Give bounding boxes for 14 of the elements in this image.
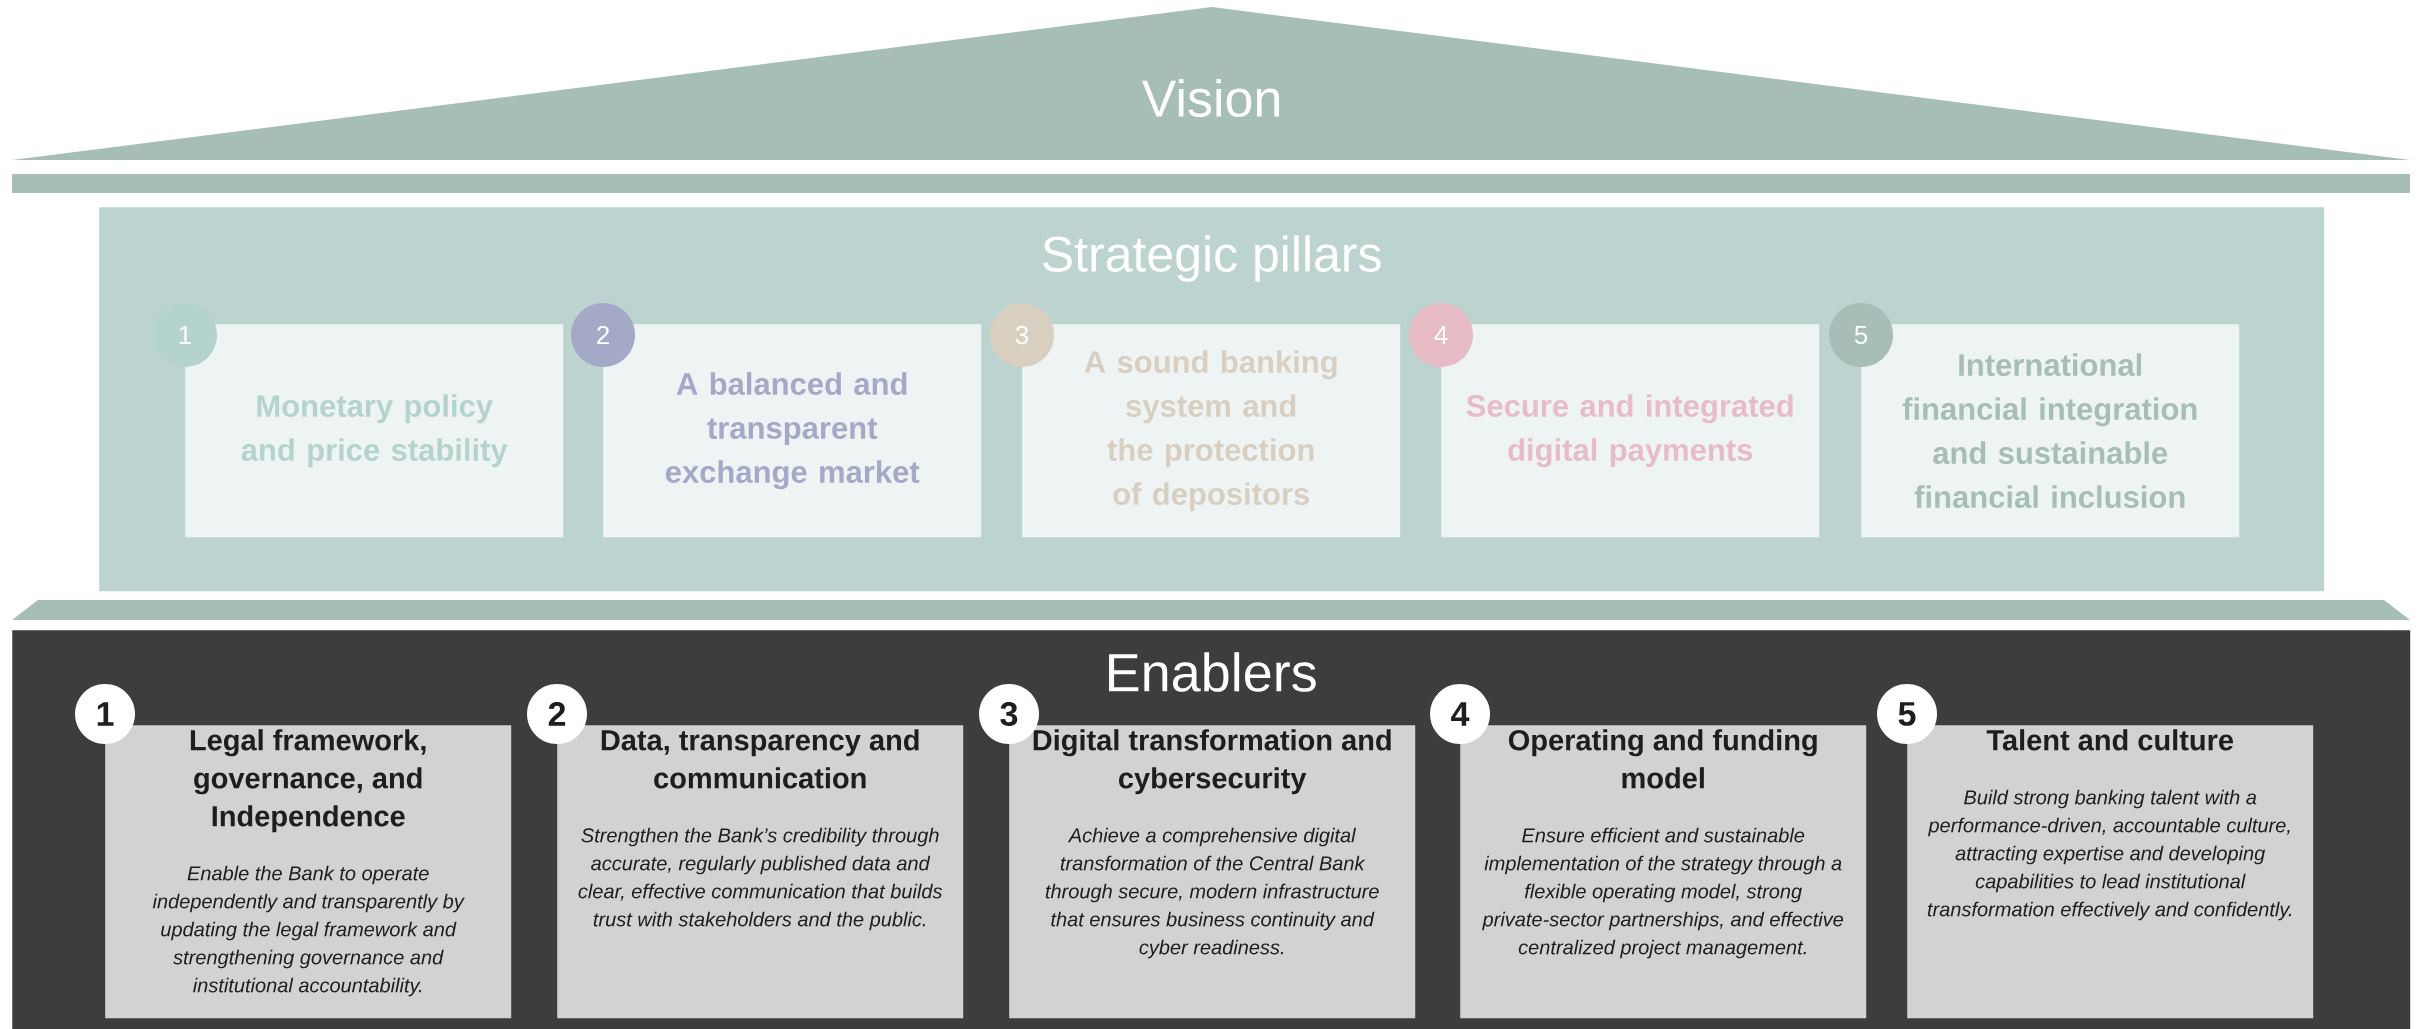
- enabler-card: Legal framework, governance, and Independence Enable the Bank to operate independently and transparently by updating the legal framework and strengthening governance and institutional accountability.: [105, 725, 512, 1019]
- number-badge: 4: [1409, 303, 1473, 367]
- enabler-card: Talent and culture Build strong banking talent with a performance-driven, accountable culture, attracting expertise and developing capabilities to lead institutional transformation effectively and confidently.: [1907, 725, 2314, 1019]
- number-badge: 2: [571, 303, 635, 367]
- number-badge: 5: [1829, 303, 1893, 367]
- number-badge: 1: [153, 303, 217, 367]
- number-badge: 3: [990, 303, 1054, 367]
- roof-drawing: Vision: [12, 7, 2411, 193]
- enabler-card: Operating and funding model Ensure efficient and sustainable implementation of the strategy through a flexible operating model, strong private-sector partnerships, and effective centralized project management.: [1460, 725, 1867, 1019]
- number-badge: 5: [1877, 684, 1937, 744]
- number-badge: 1: [75, 684, 135, 744]
- number-badge: 4: [1430, 684, 1490, 744]
- enabler-card: Data, transparency and communication Strengthen the Bank’s credibility through accurate, regularly published data and clear, effective communication that builds trust with stakeholders and the public.: [557, 725, 964, 1019]
- number-badge: 2: [527, 684, 587, 744]
